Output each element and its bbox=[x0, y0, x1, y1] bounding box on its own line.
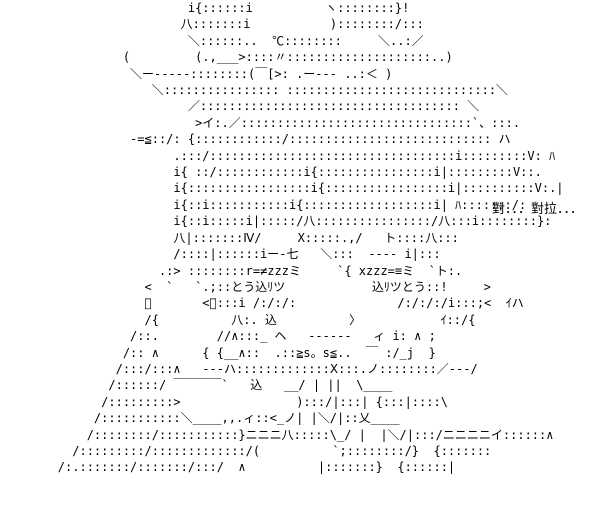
ascii-art-line: i{:::::::::::::::::i{:::::::::::::::::i|… bbox=[0, 181, 564, 196]
dialogue-text: 對．．．對拉．．． bbox=[492, 202, 584, 217]
ascii-art-line: /{ 八:. 込 〉 ｲ::/{ bbox=[0, 312, 476, 327]
ascii-art-line: /:: ∧ { {__∧:: .::≧s。s≦.. ￣ :/_j } bbox=[0, 345, 436, 360]
ascii-art-line: -=≦::/: {::::::::::::/::::::::::::::::::… bbox=[0, 132, 511, 147]
ascii-art-line: /:::::::::> ):::/|:::| {:::|::::\ bbox=[0, 394, 448, 409]
ascii-art-line: 八|:::::::Ⅳ/ X:::::.,/ ト::::八::: bbox=[0, 230, 459, 245]
ascii-art-line: ／:::::::::::::::::::::::::::::::::::: ＼ bbox=[0, 99, 480, 114]
ascii-art-line: ＼:::::::::::::::: ::::::::::::::::::::::… bbox=[0, 83, 509, 98]
ascii-art-line: 八:::::::i )::::::::/::: bbox=[0, 17, 424, 32]
ascii-art-line: /:::::::::::＼____,,.ィ::<_ノ| |＼/|::乂____ bbox=[0, 411, 400, 426]
ascii-art-line: ( (.,___>::::〃::::::::::::::::::::..) bbox=[0, 50, 453, 65]
ascii-art-line: < ` `.;::とう込ﾘツ 込ﾘツとう::! > bbox=[0, 279, 491, 294]
ascii-art-line: /:.:::::::/:::::::/:::/ ∧ |:::::::} {:::… bbox=[0, 460, 456, 475]
ascii-art-line: i{ ::/::::::::::::i{::::::::::::::::i|::… bbox=[0, 165, 542, 180]
ascii-art-line: i{::i:::::::::::i{::::::::::::::::::i| ﾊ… bbox=[0, 197, 527, 212]
ascii-art-figure: i{::::::i ヽ::::::::}! 八:::::::i ):::::::… bbox=[0, 1, 564, 475]
ascii-art-line: /::::::::/:::::::::::}ニニニ八:::::\_/ | |＼/… bbox=[0, 427, 554, 442]
ascii-art-line: >イ:.／::::::::::::::::::::::::::::::::`、:… bbox=[0, 115, 521, 130]
ascii-art-line: i{::i:::::i|:::::/八::::::::::::::::/八:::… bbox=[0, 214, 552, 229]
ascii-art-line: /:::/:::∧ ---ハ:::::::::::::Ⅹ:::.ノ:::::::… bbox=[0, 361, 478, 376]
ascii-art-line: /::::|::::::iー-七 ＼::: ---- i|::: bbox=[0, 247, 441, 262]
ascii-art-line: ＼::::::.. ℃:::::::: ＼..:／ bbox=[0, 33, 424, 48]
ascii-art-line: /::. //∧:::_ ヘ ------ ィ i: ∧ ; bbox=[0, 329, 436, 344]
ascii-art-line: /:::::::::/:::::::::::::/( `;::::::::/} … bbox=[0, 443, 492, 458]
ascii-art-line: i{::::::i ヽ::::::::}! bbox=[0, 1, 410, 15]
ascii-art-line: /::::::/ ￣￣￣￣` 込 __/ | || \____ bbox=[0, 378, 393, 393]
ascii-art-line: ﾞ <＼:::i /:/:/: /:/:/:/i:::;< ｲハ bbox=[0, 296, 524, 311]
ascii-art-line: ＼ー-----::::::::(￣[>: .ー--- ..:＜ ) bbox=[0, 66, 393, 81]
ascii-art-line: .:::/::::::::::::::::::::::::::::::::::i… bbox=[0, 148, 556, 163]
ascii-art-line: .:> ::::::::r=≠zzzミ `{ xzzz=≡ミ `ト:. bbox=[0, 263, 463, 278]
